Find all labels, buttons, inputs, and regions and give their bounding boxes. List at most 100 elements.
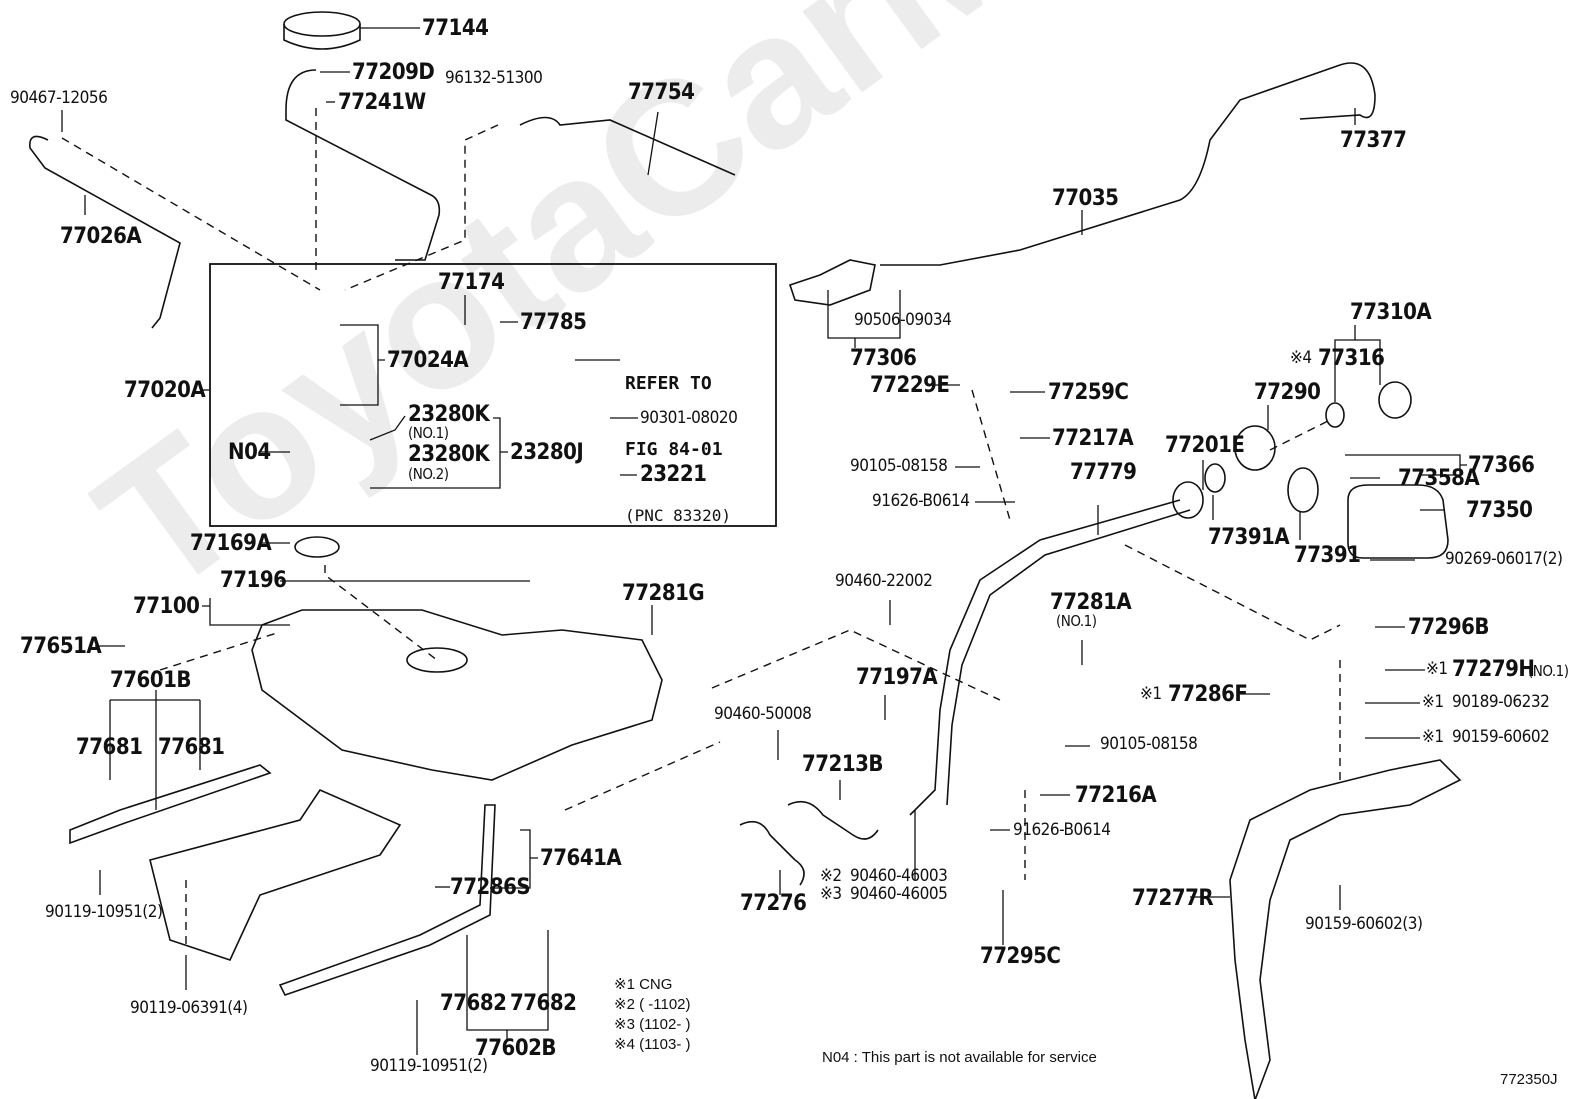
part-label-77100[interactable]: 77100 [133, 594, 200, 619]
part-label-77602B[interactable]: 77602B [475, 1036, 556, 1061]
part-label-91626-B0614-lower[interactable]: 91626-B0614 [1013, 820, 1111, 840]
part-label-77295C[interactable]: 77295C [980, 944, 1061, 969]
part-label-77682-left[interactable]: 77682 [440, 991, 507, 1016]
part-label-23280J[interactable]: 23280J [510, 440, 584, 465]
part-label-90105-08158-upper[interactable]: 90105-08158 [850, 456, 948, 476]
refer-line-2[interactable]: FIG 84-01 [625, 439, 723, 460]
part-label-77281G[interactable]: 77281G [622, 581, 705, 606]
legend-mark: ※3 [614, 1016, 635, 1033]
part-label-77279H[interactable]: 77279H [1452, 657, 1535, 682]
evap-tube-drawing [29, 135, 181, 329]
part-label-77290[interactable]: 77290 [1254, 380, 1321, 405]
part-label-77391[interactable]: 77391 [1294, 543, 1361, 568]
part-label-77286S[interactable]: 77286S [450, 875, 531, 900]
part-label-77174[interactable]: 77174 [438, 270, 505, 295]
part-label-77279H-note: ※1 [1426, 659, 1448, 679]
part-label-77209D[interactable]: 77209D [352, 60, 435, 85]
part-label-77785[interactable]: 77785 [520, 310, 587, 335]
filler-pipe-drawing [909, 499, 1191, 816]
part-label-90460-50008[interactable]: 90460-50008 [714, 704, 812, 724]
part-label-90269-06017[interactable]: 90269-06017(2) [1445, 549, 1563, 569]
fuel-pump-assembly-box [209, 263, 777, 527]
part-label-90105-08158-lower[interactable]: 90105-08158 [1100, 734, 1198, 754]
part-label-77391A[interactable]: 77391A [1208, 525, 1290, 550]
part-label-77754[interactable]: 77754 [628, 80, 695, 105]
part-label-77681-right[interactable]: 77681 [158, 735, 225, 760]
refer-line-3: (PNC 83320) [625, 506, 731, 525]
filler-neck-drawing [1172, 481, 1204, 519]
part-label-77377[interactable]: 77377 [1340, 128, 1407, 153]
part-label-77277R[interactable]: 77277R [1132, 886, 1214, 911]
part-label-90460-46003-note: ※2 [820, 866, 842, 886]
part-label-23280K-no1[interactable]: 23280K [408, 402, 490, 427]
part-label-77681-left[interactable]: 77681 [76, 735, 143, 760]
part-label-90460-46003[interactable]: 90460-46003 [850, 866, 948, 886]
part-label-77296B[interactable]: 77296B [1408, 615, 1489, 640]
part-label-90506-09034[interactable]: 90506-09034 [854, 310, 952, 330]
part-label-77197A[interactable]: 77197A [856, 665, 938, 690]
part-label-77310A[interactable]: 77310A [1350, 300, 1432, 325]
legend-mark: ※1 [614, 976, 635, 993]
part-label-77241W[interactable]: 77241W [338, 90, 426, 115]
part-label-91626-B0614-upper[interactable]: 91626-B0614 [872, 491, 970, 511]
part-label-77026A[interactable]: 77026A [60, 224, 142, 249]
part-label-96132-51300[interactable]: 96132-51300 [445, 68, 543, 88]
part-label-90460-46005[interactable]: 90460-46005 [850, 884, 948, 904]
part-label-77259C[interactable]: 77259C [1048, 380, 1129, 405]
lid-opener-drawing [788, 259, 876, 306]
part-label-90189-06232[interactable]: 90189-06232 [1452, 692, 1550, 712]
part-label-77020A[interactable]: 77020A [124, 378, 206, 403]
part-label-N04[interactable]: N04 [228, 440, 271, 465]
part-label-77651A[interactable]: 77651A [20, 634, 102, 659]
part-label-77229E[interactable]: 77229E [870, 373, 950, 398]
part-label-77316[interactable]: 77316 [1318, 346, 1385, 371]
part-label-77144[interactable]: 77144 [422, 16, 489, 41]
legend-text: (1102- ) [639, 1016, 691, 1033]
part-label-77213B[interactable]: 77213B [802, 752, 883, 777]
part-label-77358A[interactable]: 77358A [1398, 466, 1480, 491]
part-label-90159-60602[interactable]: 90159-60602 [1452, 727, 1550, 747]
part-label-77682-right[interactable]: 77682 [510, 991, 577, 1016]
part-label-77201E[interactable]: 77201E [1165, 433, 1245, 458]
part-label-90189-06232-note: ※1 [1422, 692, 1444, 712]
legend: ※1 CNG ※2 ( -1102) ※3 (1102- ) ※4 (1103-… [614, 977, 691, 1052]
part-label-77641A[interactable]: 77641A [540, 846, 622, 871]
part-label-90119-10951-left[interactable]: 90119-10951(2) [45, 902, 163, 922]
part-label-77024A[interactable]: 77024A [387, 348, 469, 373]
part-label-77281A[interactable]: 77281A [1050, 590, 1132, 615]
part-label-77779[interactable]: 77779 [1070, 460, 1137, 485]
part-label-77217A[interactable]: 77217A [1052, 426, 1134, 451]
part-label-77366[interactable]: 77366 [1468, 453, 1535, 478]
part-label-77216A[interactable]: 77216A [1075, 783, 1157, 808]
part-label-77316-note: ※4 [1290, 348, 1312, 368]
o-ring-77391A-drawing [1204, 463, 1226, 493]
part-label-90119-06391[interactable]: 90119-06391(4) [130, 998, 248, 1018]
tank-band-left-drawing [69, 764, 272, 845]
part-label-90460-22002[interactable]: 90460-22002 [835, 571, 933, 591]
part-label-77169A[interactable]: 77169A [190, 531, 272, 556]
fuel-cap-drawing [1378, 381, 1412, 419]
legend-mark: ※4 [614, 1036, 635, 1053]
part-label-23280K-no2[interactable]: 23280K [408, 442, 490, 467]
part-label-90159-60602-3[interactable]: 90159-60602(3) [1305, 914, 1423, 934]
part-label-90301-08020[interactable]: 90301-08020 [640, 408, 738, 428]
part-label-77035[interactable]: 77035 [1052, 186, 1119, 211]
filler-protector-drawing [1229, 759, 1462, 1099]
part-label-90119-10951-right[interactable]: 90119-10951(2) [370, 1056, 488, 1076]
breather-tube-drawing [519, 116, 736, 176]
part-label-23280K-no1-note: (NO.1) [408, 424, 449, 442]
part-label-77306[interactable]: 77306 [850, 346, 917, 371]
part-label-77601B[interactable]: 77601B [110, 668, 191, 693]
legend-item: ※3 (1102- ) [614, 1017, 691, 1032]
fuel-lid-cable-drawing [879, 62, 1376, 266]
tank-band-right-drawing [278, 804, 496, 996]
part-label-23221[interactable]: 23221 [640, 462, 707, 487]
part-label-90467-12056[interactable]: 90467-12056 [10, 88, 108, 108]
part-label-90460-46005-note: ※3 [820, 884, 842, 904]
part-label-90159-60602-note: ※1 [1422, 727, 1444, 747]
part-label-77286F[interactable]: 77286F [1168, 682, 1248, 707]
gasket-drawing [294, 536, 340, 558]
part-label-77276[interactable]: 77276 [740, 891, 807, 916]
part-label-77196[interactable]: 77196 [220, 568, 287, 593]
part-label-77350[interactable]: 77350 [1466, 498, 1533, 523]
